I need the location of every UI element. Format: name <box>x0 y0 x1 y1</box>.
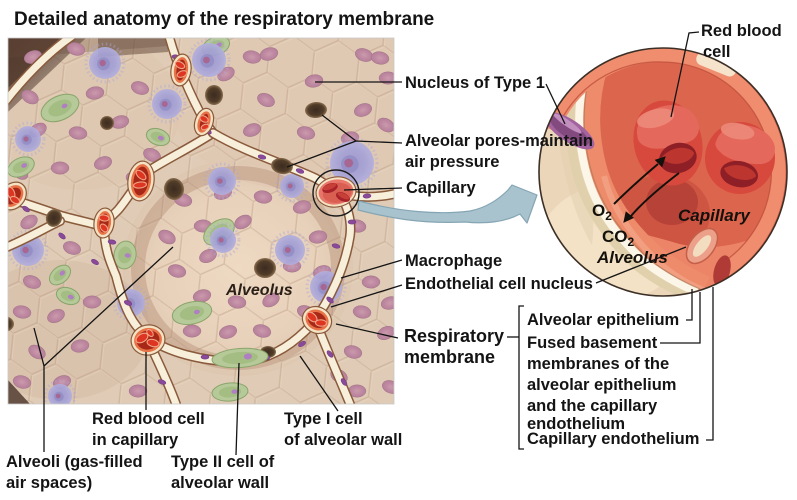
svg-text:Alveoli (gas-filled: Alveoli (gas-filled <box>6 453 143 471</box>
svg-text:Type II cell of: Type II cell of <box>171 453 275 471</box>
svg-text:endothelium: endothelium <box>527 415 625 433</box>
svg-text:Capillary: Capillary <box>678 206 751 225</box>
svg-text:alveolar epithelium: alveolar epithelium <box>527 376 676 394</box>
svg-text:air pressure: air pressure <box>405 153 499 171</box>
svg-text:membrane: membrane <box>404 347 495 367</box>
svg-text:in capillary: in capillary <box>92 431 179 449</box>
svg-text:cell: cell <box>703 43 731 61</box>
svg-text:Type I cell: Type I cell <box>284 410 363 428</box>
svg-text:Alveolar epithelium: Alveolar epithelium <box>527 311 679 329</box>
svg-text:of alveolar wall: of alveolar wall <box>284 431 402 449</box>
svg-text:Alveolar pores-maintain: Alveolar pores-maintain <box>405 132 593 150</box>
svg-text:Detailed anatomy of the respir: Detailed anatomy of the respiratory memb… <box>14 9 434 30</box>
svg-text:Alveolus: Alveolus <box>225 282 293 299</box>
svg-text:alveolar wall: alveolar wall <box>171 474 269 492</box>
svg-text:Macrophage: Macrophage <box>405 252 502 270</box>
svg-text:Capillary: Capillary <box>406 179 477 197</box>
svg-text:Respiratory: Respiratory <box>404 326 504 346</box>
svg-text:Red blood: Red blood <box>701 22 782 40</box>
svg-text:CO2: CO2 <box>602 227 635 249</box>
svg-text:membranes of the: membranes of the <box>527 355 669 373</box>
svg-text:Red blood cell: Red blood cell <box>92 410 205 428</box>
svg-text:Alveolus: Alveolus <box>596 248 668 267</box>
svg-text:air spaces): air spaces) <box>6 474 92 492</box>
svg-text:Endothelial cell nucleus: Endothelial cell nucleus <box>405 275 593 293</box>
svg-text:and the capillary: and the capillary <box>527 397 658 415</box>
svg-text:Nucleus of Type 1: Nucleus of Type 1 <box>405 74 545 92</box>
svg-text:Capillary endothelium: Capillary endothelium <box>527 430 699 448</box>
svg-text:Fused basement: Fused basement <box>527 334 658 352</box>
